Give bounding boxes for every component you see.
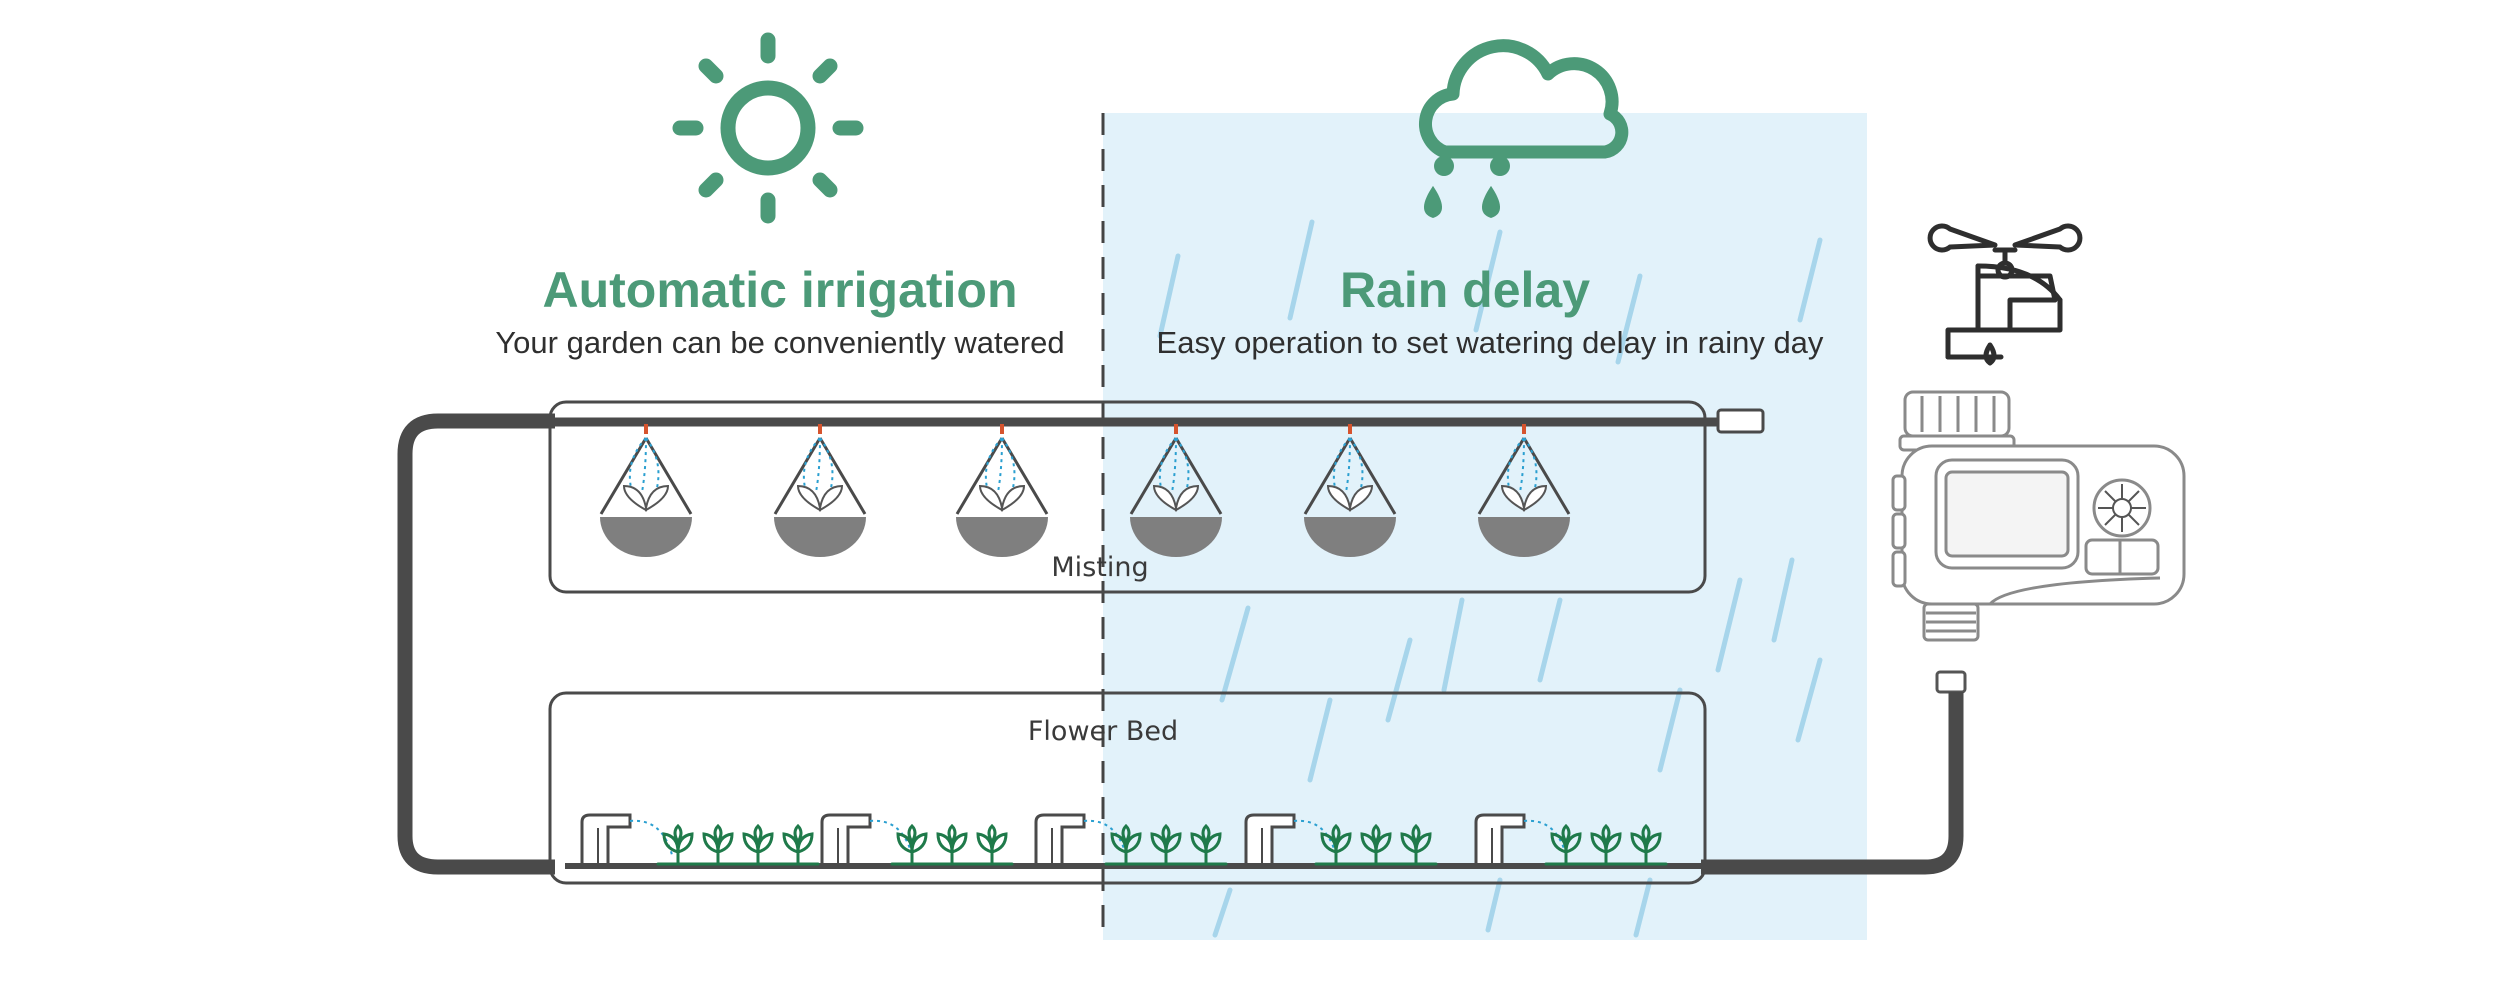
flower-bed-label: Flower Bed [1027,716,1179,747]
flower-bed-box [548,691,1707,885]
sprout-icon [1184,823,1228,866]
drip-emitter [580,813,820,866]
misting-nozzles [599,424,1571,557]
automatic-irrigation-title: Automatic irrigation [542,262,1018,318]
sprout-icon [1394,823,1438,866]
faucet-icon [1927,223,2083,366]
drip-emitter [1034,813,1228,866]
hose-line [397,413,1964,875]
misting-nozzle [773,424,867,557]
sprout-icon [656,823,700,866]
sprout-icon [930,823,974,866]
drip-emitters [580,813,1668,866]
drip-emitter [1244,813,1438,866]
sun-icon [672,32,864,224]
sprout-icon [1104,823,1148,866]
sprout-icon [890,823,934,866]
water-timer-icon [1891,390,2186,694]
rain-cloud-icon [1419,39,1629,218]
sprout-icon [736,823,780,866]
rain-streaks [1157,219,1823,938]
pipe-end-cap [1716,408,1765,434]
misting-label: Misting [1051,552,1149,583]
sprout-icon [696,823,740,866]
sprout-icon [1544,823,1588,866]
misting-nozzle [599,424,693,557]
sprout-icon [970,823,1014,866]
sprout-icon [1624,823,1668,866]
drip-emitter [1474,813,1668,866]
sprout-icon [1144,823,1188,866]
misting-nozzle [1477,424,1571,557]
rain-delay-subtitle: Easy operation to set watering delay in … [1156,325,1824,360]
misting-box [548,400,1707,594]
drip-emitter [820,813,1014,866]
rain-delay-title: Rain delay [1339,262,1591,318]
sprout-icon [776,823,820,866]
misting-nozzle [1303,424,1397,557]
sprout-icon [1354,823,1398,866]
sprout-icon [1314,823,1358,866]
sprout-icon [1584,823,1628,866]
misting-nozzle [1129,424,1223,557]
misting-nozzle [955,424,1049,557]
automatic-irrigation-subtitle: Your garden can be conveniently watered [495,325,1065,360]
